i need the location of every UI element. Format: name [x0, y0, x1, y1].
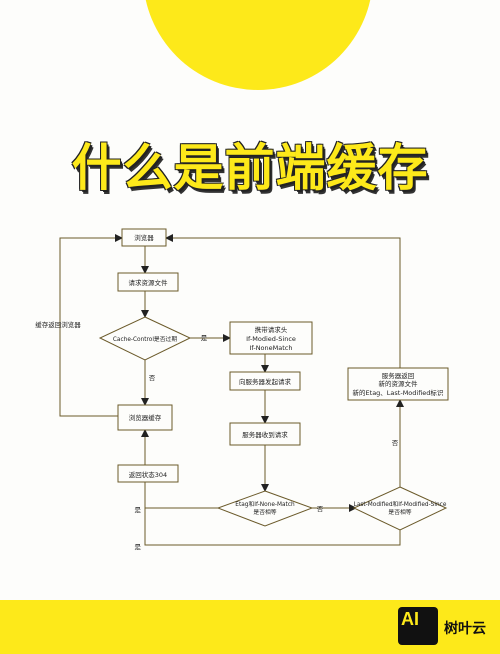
label-carry-3: If-NoneMatch [250, 344, 293, 352]
label-no-3: 否 [392, 439, 399, 447]
label-browser-cache: 浏览器缓存 [129, 413, 162, 422]
label-yes-2: 是 [135, 506, 142, 514]
label-carry-2: If-Modied-Since [246, 335, 296, 343]
label-server-receive: 服务器收到请求 [242, 430, 288, 439]
node-etag-check [216, 490, 314, 527]
node-request-file [117, 272, 179, 292]
node-server-return [347, 367, 449, 401]
label-lastmod-1: Last-Modified和If-Modified-Since [354, 500, 447, 508]
node-send-request [229, 371, 301, 391]
node-browser-cache [117, 404, 173, 431]
label-server-return-3: 新的Etag、Last-Modified标识 [353, 388, 444, 397]
label-send-request: 向服务器发起请求 [239, 377, 292, 386]
page-title: 什么是前端缓存 [71, 139, 429, 197]
label-carry-1: 携带请求头 [255, 325, 288, 334]
label-no-1: 否 [149, 374, 156, 382]
cache-flowchart: 浏览器 请求资源文件 Cache-Control是否过期 是 携带请求头 If-… [35, 228, 449, 551]
logo-icon [398, 607, 438, 645]
node-server-receive [229, 422, 301, 446]
node-return-304 [117, 464, 179, 483]
node-browser [121, 228, 167, 247]
label-request-file: 请求资源文件 [129, 278, 169, 287]
label-lastmod-2: 是否相等 [388, 508, 411, 516]
label-cache-return-browser: 缓存返回浏览器 [35, 320, 81, 329]
label-etag-2: 是否相等 [253, 508, 276, 516]
label-yes-3: 是 [135, 543, 142, 551]
logo-text: AI [401, 609, 419, 629]
label-yes-1: 是 [201, 334, 208, 342]
label-cache-check: Cache-Control是否过期 [113, 335, 177, 343]
label-etag-1: Etag和If-None-Match [235, 500, 295, 508]
label-browser: 浏览器 [134, 233, 154, 242]
node-lastmod-check [352, 486, 448, 531]
label-no-2: 否 [317, 505, 324, 513]
label-server-return-2: 新的资源文件 [379, 379, 419, 388]
label-return-304: 返回状态304 [129, 470, 167, 479]
label-server-return-1: 服务器返回 [382, 371, 415, 380]
node-carry-headers [229, 321, 313, 355]
brand-name: 树叶云 [444, 621, 486, 637]
node-cache-control-check [98, 316, 192, 361]
